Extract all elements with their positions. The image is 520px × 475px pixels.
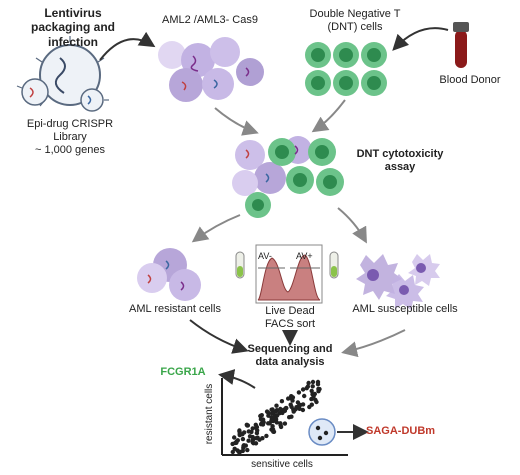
library-label: Epi-drug CRISPR Library ~ 1,000 genes bbox=[26, 118, 114, 157]
arrow-assay-to-susceptible bbox=[337, 207, 367, 244]
aml-cas9-cells bbox=[158, 37, 264, 102]
scatter-point bbox=[240, 436, 246, 442]
y-axis-label: resistant cells bbox=[204, 383, 215, 445]
fcgr1a-label: FCGR1A bbox=[160, 366, 206, 378]
scatter-point bbox=[309, 388, 314, 394]
scatter-point bbox=[245, 447, 250, 453]
cytotoxicity-label: DNT cytotoxicity assay bbox=[356, 148, 444, 174]
arrow-aml-to-assay bbox=[214, 107, 259, 136]
arrow-assay-to-resistant bbox=[191, 214, 241, 243]
susceptible-cells bbox=[356, 254, 440, 310]
scatter-point bbox=[269, 407, 274, 412]
scatter-point bbox=[264, 433, 269, 439]
scatter-point bbox=[312, 391, 317, 397]
scatter-point bbox=[295, 400, 301, 405]
scatter-point bbox=[302, 393, 307, 399]
scatter-point bbox=[254, 424, 260, 430]
resistant-label: AML resistant cells bbox=[129, 303, 221, 315]
scatter-point bbox=[282, 421, 288, 426]
scatter-point bbox=[279, 399, 285, 404]
x-axis-label: sensitive cells bbox=[251, 459, 313, 470]
scatter-point bbox=[253, 441, 259, 446]
facs-av-plus: AV+ bbox=[296, 251, 313, 261]
arrow-virus-to-aml bbox=[99, 31, 156, 61]
scatter-point bbox=[274, 403, 279, 408]
scatter-point bbox=[306, 380, 311, 386]
cytotoxicity-coculture-cells bbox=[232, 136, 344, 218]
scatter-point bbox=[271, 429, 277, 434]
scatter-point bbox=[246, 429, 251, 434]
scatter-point bbox=[300, 402, 306, 407]
scatter-point bbox=[278, 406, 283, 412]
scatter-point bbox=[257, 437, 262, 442]
scatter-point bbox=[275, 413, 280, 418]
scatter-point bbox=[297, 406, 302, 411]
scatter-point bbox=[313, 397, 318, 403]
scatter-point bbox=[287, 415, 292, 420]
scatter-point bbox=[316, 389, 321, 394]
scatter-point bbox=[273, 409, 278, 414]
scatter-point bbox=[309, 396, 314, 402]
scatter-point bbox=[259, 420, 265, 426]
scatter-point bbox=[266, 413, 271, 418]
resistant-cells bbox=[137, 248, 201, 301]
scatter-point bbox=[242, 430, 247, 435]
susceptible-label: AML susceptible cells bbox=[352, 303, 458, 315]
scatter-point bbox=[283, 405, 289, 411]
scatter-point bbox=[230, 449, 235, 455]
scatter-point bbox=[310, 384, 315, 389]
blood-donor-label: Blood Donor bbox=[439, 74, 501, 86]
scatter-point bbox=[237, 432, 242, 438]
scatter-point bbox=[296, 390, 302, 395]
scatter-point bbox=[254, 430, 260, 436]
scatter-point bbox=[310, 379, 316, 385]
scatter-point bbox=[258, 417, 264, 422]
facs-histogram bbox=[235, 244, 339, 304]
scatter-point bbox=[309, 402, 314, 407]
arrow-susceptible-to-seq bbox=[341, 329, 406, 358]
scatter-point bbox=[300, 387, 306, 392]
scatter-point bbox=[288, 402, 293, 407]
scatter-point bbox=[232, 435, 237, 440]
arrow-dnt-to-assay bbox=[311, 99, 346, 133]
scatter-point bbox=[244, 422, 249, 427]
scatter-point bbox=[270, 424, 275, 429]
scatter-point bbox=[241, 443, 247, 448]
scatter-point bbox=[266, 421, 271, 426]
dnt-cells bbox=[305, 42, 387, 96]
aml-cas9-label: AML2 /AML3- Cas9 bbox=[162, 14, 258, 26]
scatter-point bbox=[315, 382, 321, 387]
scatter-point bbox=[274, 420, 279, 425]
scatter-point bbox=[235, 448, 240, 453]
scatter-point bbox=[269, 415, 274, 420]
scatter-point bbox=[304, 386, 309, 391]
scatter-point bbox=[233, 440, 238, 446]
lentivirus-icon bbox=[16, 36, 109, 112]
scatter-point bbox=[270, 418, 276, 424]
scatter-point bbox=[246, 438, 251, 443]
scatter-point bbox=[278, 424, 284, 430]
scatter-point bbox=[250, 426, 255, 431]
arrow-donor-to-dnt bbox=[392, 27, 449, 51]
sequencing-label: Sequencing and data analysis bbox=[247, 343, 333, 369]
dnt-cells-label: Double Negative T (DNT) cells bbox=[309, 8, 401, 34]
scatter-point bbox=[259, 413, 264, 418]
lentivirus-label: Lentivirus packaging and infection bbox=[30, 6, 116, 49]
saga-dubm-label: SAGA-DUBm bbox=[366, 425, 436, 437]
scatter-point bbox=[290, 395, 296, 400]
arrow-to-fcgr1a bbox=[218, 369, 256, 389]
scatter-point bbox=[240, 448, 245, 454]
scatter-point bbox=[300, 407, 306, 413]
scatter-point bbox=[264, 409, 270, 414]
scatter-plot bbox=[221, 378, 348, 456]
facs-sort-label: Live Dead FACS sort bbox=[264, 305, 316, 331]
scatter-point bbox=[250, 434, 255, 440]
facs-av-minus: AV- bbox=[258, 251, 272, 261]
arrow-resistant-to-seq bbox=[189, 319, 249, 354]
blood-tube-icon bbox=[453, 22, 469, 68]
